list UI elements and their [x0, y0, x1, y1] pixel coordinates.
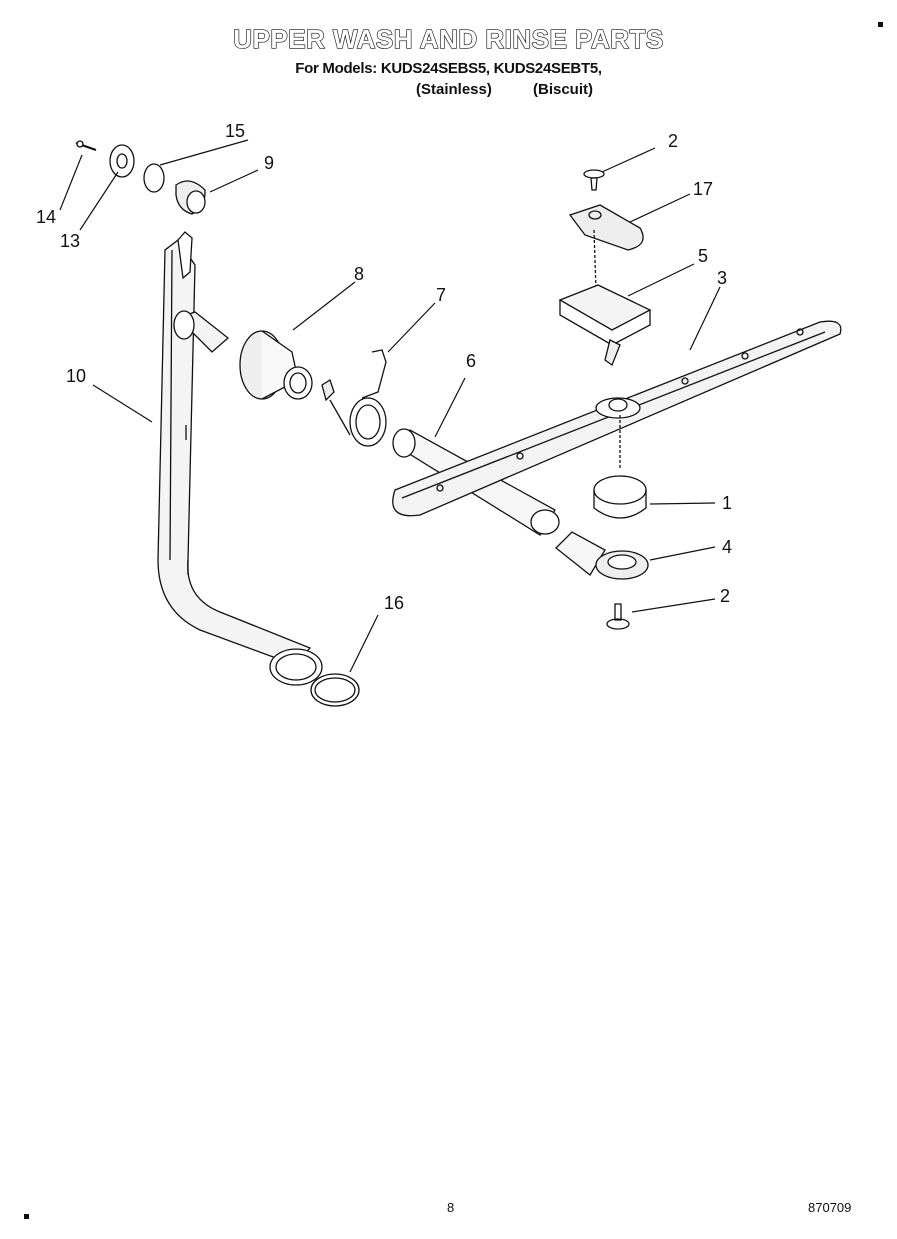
spray-arm-top-stack	[558, 169, 652, 367]
leader-lines	[59, 139, 721, 673]
callout-9: 9	[264, 153, 275, 173]
diagram-title: UPPER WASH AND RINSE PARTS	[233, 23, 664, 54]
callout-7: 7	[436, 285, 447, 305]
callout-17: 17	[693, 179, 714, 199]
callout-5: 5	[698, 246, 709, 266]
callout-1: 1	[722, 493, 733, 513]
finish-stainless-label: (Stainless)	[416, 81, 492, 98]
document-code: 870709	[808, 1200, 852, 1215]
spray-arm-bottom-stack	[593, 415, 649, 630]
supply-tube-part-10	[157, 231, 323, 686]
hub-part-8	[173, 310, 313, 400]
callout-15: 15	[225, 121, 246, 141]
callout-4: 4	[722, 537, 733, 557]
finish-biscuit-label: (Biscuit)	[533, 81, 593, 98]
registration-mark	[24, 1214, 29, 1219]
models-line: For Models: KUDS24SEBS5, KUDS24SEBT5,	[295, 60, 602, 77]
callout-10: 10	[66, 366, 87, 386]
callout-16: 16	[384, 593, 405, 613]
registration-mark	[878, 22, 883, 27]
spray-arm-part-3	[392, 320, 842, 517]
page-number: 8	[447, 1200, 455, 1215]
callout-8: 8	[354, 264, 365, 284]
callout-2-top: 2	[668, 131, 679, 151]
hardware-group-top-left	[75, 140, 206, 215]
clip-part-7	[321, 349, 387, 447]
callout-6: 6	[466, 351, 477, 371]
callout-13: 13	[60, 231, 81, 251]
callout-3: 3	[717, 268, 728, 288]
callout-2-bottom: 2	[720, 586, 731, 606]
o-ring-part-16	[310, 673, 360, 707]
callout-14: 14	[36, 207, 57, 227]
